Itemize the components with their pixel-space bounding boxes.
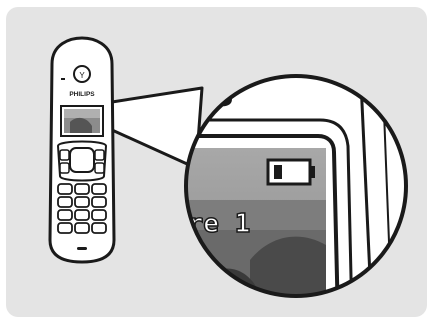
microphone [77, 247, 87, 250]
handset: Y PHILIPS [50, 38, 114, 262]
brand-label: PHILIPS [69, 91, 95, 98]
svg-text:Y: Y [79, 71, 85, 80]
screen-text: ore 1 [172, 209, 250, 239]
nav-button [70, 148, 94, 172]
battery-icon [268, 160, 315, 184]
